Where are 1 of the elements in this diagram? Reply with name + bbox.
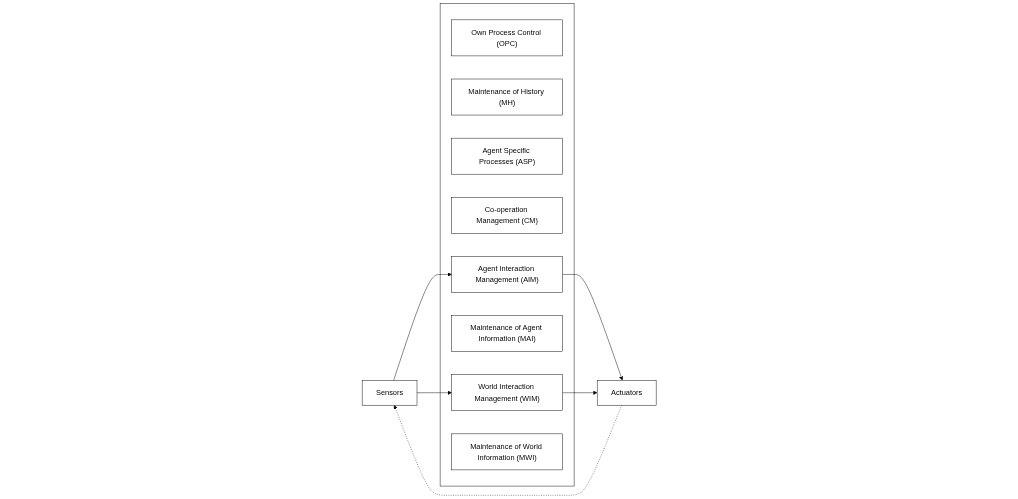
cluster — [439, 3, 575, 487]
